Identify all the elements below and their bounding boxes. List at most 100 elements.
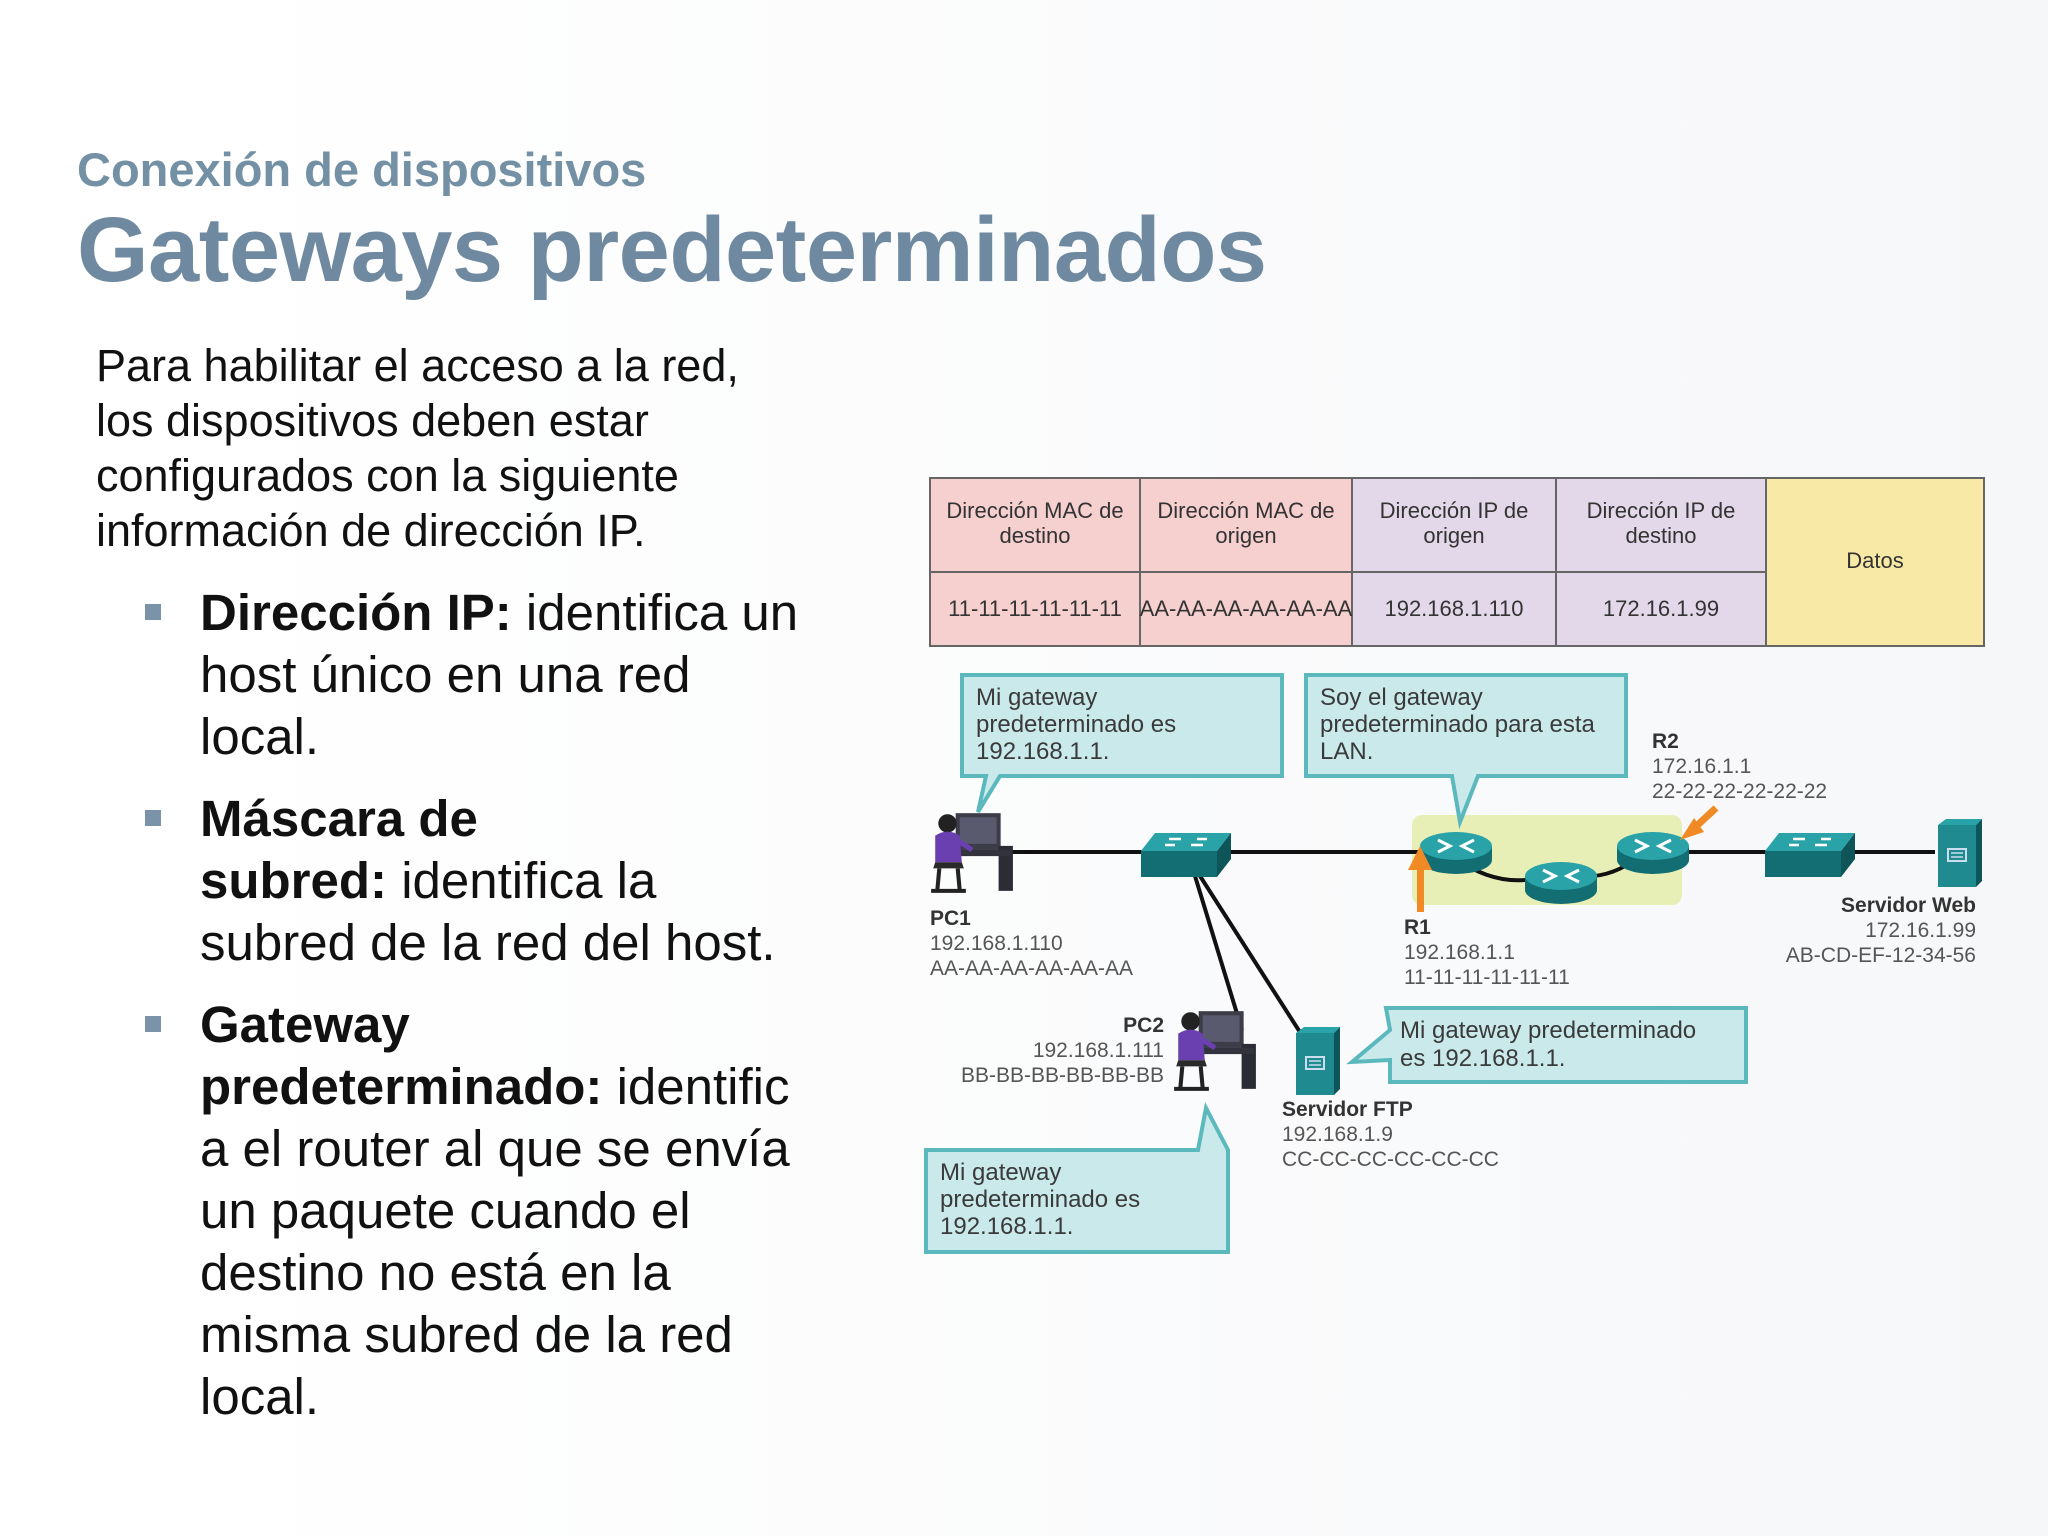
bullet-square-icon [145, 604, 161, 620]
device-mac: BB-BB-BB-BB-BB-BB [961, 1064, 1164, 1087]
bubble-text: predeterminado para esta [1320, 711, 1595, 738]
table-cell-header-1 [1139, 477, 1353, 573]
device-ip: 192.168.1.1 [1404, 941, 1515, 964]
table-value-src-ip: 192.168.1.110 [1384, 596, 1523, 621]
table-header-text: Dirección MAC de [1157, 498, 1334, 523]
bullet-square-icon [145, 810, 161, 826]
orange-arrow-icon [1680, 805, 1719, 840]
bullet-text: identific [602, 1058, 790, 1115]
table-header-text: Dirección IP de [1587, 498, 1736, 523]
bubble-pc1: Mi gateway predeterminado es 192.168.1.1… [960, 673, 1284, 814]
link-switch-ftp [1198, 874, 1307, 1042]
bubble-r1: Soy el gateway predeterminado para esta … [1304, 673, 1628, 830]
label-r2: R2 172.16.1.1 22-22-22-22-22-22 [1652, 730, 1827, 803]
bullet-text: local. [200, 708, 320, 765]
table-cell-data [1765, 477, 1985, 647]
bullet-list: Dirección IP: identifica un host único e… [140, 582, 860, 1448]
server-icon [1936, 818, 1982, 889]
label-pc2: PC2 192.168.1.111 BB-BB-BB-BB-BB-BB [961, 1014, 1164, 1087]
device-mac: 11-11-11-11-11-11 [1404, 966, 1570, 989]
bubble-ftp: Mi gateway predeterminado es 192.168.1.1… [1346, 1006, 1748, 1084]
bullet-text: destino no está en la [200, 1244, 671, 1301]
bullet-ip-address: Dirección IP: identifica un host único e… [140, 582, 860, 768]
label-ftp: Servidor FTP 192.168.1.9 CC-CC-CC-CC-CC-… [1282, 1098, 1499, 1171]
slide-subtitle: Conexión de dispositivos [77, 143, 647, 196]
bullet-text: subred de la red del host. [200, 914, 776, 971]
intro-line: los dispositivos deben estar [96, 395, 649, 446]
table-header-text: destino [1626, 523, 1697, 548]
table-value-dest-mac: 11-11-11-11-11-11 [948, 596, 1122, 621]
table-header-text: destino [1000, 523, 1071, 548]
label-r1: R1 192.168.1.1 11-11-11-11-11-11 [1404, 916, 1570, 989]
table-header-text: Dirección MAC de [946, 498, 1123, 523]
server-icon [1294, 1026, 1340, 1097]
device-ip: 192.168.1.111 [1033, 1039, 1164, 1062]
device-ip: 192.168.1.9 [1282, 1123, 1393, 1146]
user-at-computer-icon [1174, 1011, 1256, 1089]
router-icon [1523, 860, 1599, 906]
bullet-term: Gateway [200, 996, 410, 1053]
table-header-text: origen [1215, 523, 1276, 548]
bullet-term: Máscara de [200, 790, 478, 847]
bullet-term: Dirección IP: [200, 584, 512, 641]
user-at-computer-icon [931, 813, 1013, 891]
device-mac: 22-22-22-22-22-22 [1652, 780, 1827, 803]
intro-line: configurados con la siguiente [96, 450, 679, 501]
table-cell-value-1 [1139, 571, 1353, 647]
router-icon [1615, 830, 1691, 876]
bubble-text: predeterminado es [940, 1186, 1140, 1213]
device-ip: 172.16.1.99 [1865, 919, 1976, 942]
orange-arrow-icon [1408, 846, 1432, 912]
bubble-text: predeterminado es [976, 711, 1176, 738]
bubble-text: 192.168.1.1. [940, 1213, 1073, 1240]
device-name: PC1 [930, 907, 971, 930]
intro-line: Para habilitar el acceso a la red, [96, 340, 739, 391]
bullet-text: misma subred de la red [200, 1306, 733, 1363]
frame-table: Dirección MAC de destino Dirección MAC d… [929, 477, 1985, 647]
link-switch-pc2 [1193, 875, 1244, 1031]
bubble-text: Mi gateway predeterminado [1400, 1017, 1696, 1044]
switch-icon [1140, 833, 1232, 879]
device-name: Servidor Web [1841, 894, 1976, 917]
label-web: Servidor Web 172.16.1.99 AB-CD-EF-12-34-… [1786, 894, 1976, 967]
device-name: Servidor FTP [1282, 1098, 1413, 1121]
bullet-square-icon [145, 1016, 161, 1032]
slide-title: Gateways predeterminados [77, 199, 1267, 301]
bullet-term: predeterminado: [200, 1058, 603, 1115]
table-value-src-mac: AA-AA-AA-AA-AA-AA [1140, 596, 1353, 621]
table-cell-value-3 [1555, 571, 1767, 647]
device-mac: AB-CD-EF-12-34-56 [1786, 944, 1976, 967]
device-name: R2 [1652, 730, 1679, 753]
table-cell-header-0 [929, 477, 1141, 573]
table-cell-value-0 [929, 571, 1141, 647]
table-cell-value-2 [1351, 571, 1557, 647]
bubble-text: es 192.168.1.1. [1400, 1045, 1565, 1072]
device-ip: 172.16.1.1 [1652, 755, 1751, 778]
bullet-text: a el router al que se envía [200, 1120, 790, 1177]
bubble-text: Mi gateway [976, 684, 1097, 711]
table-header-text: Dirección IP de [1380, 498, 1529, 523]
device-ip: 192.168.1.110 [930, 932, 1063, 955]
device-name: PC2 [1123, 1014, 1164, 1037]
label-pc1: PC1 192.168.1.110 AA-AA-AA-AA-AA-AA [930, 907, 1133, 980]
table-value-dest-ip: 172.16.1.99 [1603, 596, 1719, 621]
bubble-pc2: Mi gateway predeterminado es 192.168.1.1… [924, 1101, 1230, 1254]
switch-icon [1764, 833, 1856, 879]
intro-line: información de dirección IP. [96, 505, 646, 556]
bullet-text: identifica un [511, 584, 799, 641]
device-mac: AA-AA-AA-AA-AA-AA [930, 957, 1133, 980]
bullet-text: local. [200, 1368, 320, 1425]
intro-paragraph: Para habilitar el acceso a la red, los d… [96, 338, 856, 558]
bubble-text: LAN. [1320, 738, 1373, 765]
table-header-text: origen [1423, 523, 1484, 548]
bullet-term: subred: [200, 852, 388, 909]
bullet-text: host único en una red [200, 646, 691, 703]
table-cell-header-3 [1555, 477, 1767, 573]
bubble-text: Mi gateway [940, 1159, 1061, 1186]
table-header-text: Datos [1846, 548, 1903, 573]
device-mac: CC-CC-CC-CC-CC-CC [1282, 1148, 1499, 1171]
bubble-text: 192.168.1.1. [976, 738, 1109, 765]
bullet-text: un paquete cuando el [200, 1182, 691, 1239]
bullet-default-gateway: Gateway predeterminado: identific a el r… [140, 994, 860, 1428]
